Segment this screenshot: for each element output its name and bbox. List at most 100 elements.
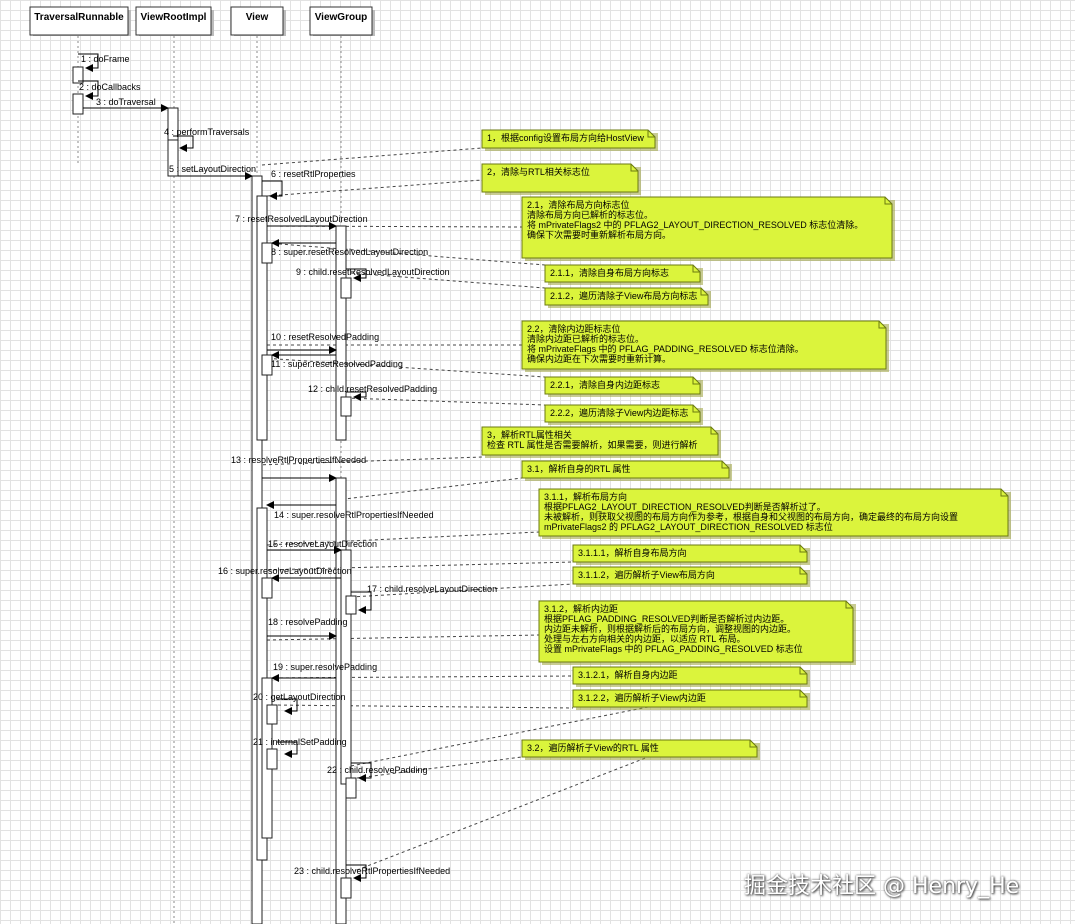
message-label: 10 : resetResolvedPadding: [271, 332, 379, 342]
note-n32: [521, 739, 758, 758]
activation-bar: [261, 242, 273, 264]
note-text-line: 3.1.2.1，解析自身内边距: [578, 669, 678, 680]
self-message-arrow: [277, 741, 298, 758]
note-fold: [710, 427, 718, 435]
note-text-line: 2.2.2，遍历清除子View内边距标志: [550, 407, 688, 418]
message-label: 19 : super.resolvePadding: [273, 662, 377, 672]
message-label: 14 : super.resolveRtlPropertiesIfNeeded: [274, 510, 434, 520]
note-n22: [521, 320, 887, 370]
lifeline-header-vri: [135, 6, 212, 36]
message-label: 8 : super.resetResolvedLayoutDirection: [271, 247, 428, 257]
note-connector: [345, 397, 546, 406]
note-text-line: 3.1.1.1，解析自身布局方向: [578, 547, 687, 558]
note-n311: [538, 488, 1009, 537]
activation-bar: [340, 277, 352, 299]
self-message-arrow: [351, 591, 372, 614]
lifeline-header-view: [230, 6, 284, 36]
note-connector: [356, 756, 523, 779]
note-connector: [261, 357, 546, 378]
activation-bar: [266, 748, 278, 770]
note-text-line: 2，清除与RTL相关标志位: [487, 166, 590, 177]
activation-bar: [261, 577, 273, 599]
message-label: 11 : super.resetResolvedPadding: [271, 359, 403, 369]
note-n21: [521, 196, 893, 259]
watermark: 掘金技术社区 @ Henry_He: [744, 874, 1020, 899]
lifeline-header-vg: [309, 6, 373, 36]
note-fold: [799, 545, 807, 553]
self-message-arrow: [351, 762, 372, 782]
note-connector: [350, 706, 649, 767]
note-text-line: mPrivateFlags2 的 PFLAG2_LAYOUT_DIRECTION…: [544, 521, 833, 532]
note-text-line: 3.1，解析自身的RTL 属性: [527, 463, 631, 474]
message-label: 18 : resolvePadding: [268, 617, 348, 627]
message-label: 17 : child.resolveLayoutDirection: [367, 584, 497, 594]
note-fold: [799, 567, 807, 575]
lifeline-name: View: [246, 12, 269, 23]
note-fold: [878, 321, 886, 329]
message-label: 20 : getLayoutDirection: [253, 692, 346, 702]
lifeline-name: ViewGroup: [315, 12, 368, 23]
note-n211: [544, 264, 701, 283]
message-label: 9 : child.resetResolvedLayoutDirection: [296, 267, 450, 277]
self-message-arrow: [173, 135, 194, 152]
activation-bar: [261, 354, 273, 376]
note-n312: [538, 600, 854, 663]
note-n31: [521, 460, 730, 479]
note-fold: [884, 197, 892, 205]
note-text-line: 处理与左右方向相关的内边距，以适应 RTL 布局。: [544, 633, 746, 644]
lifeline-header-tr: [29, 6, 129, 36]
message-label: 21 : internalSetPadding: [253, 737, 347, 747]
note-fold: [721, 461, 729, 469]
note-connector: [266, 242, 546, 266]
note-n3: [481, 426, 719, 456]
note-text-line: 3.1.2.2，遍历解析子View内边距: [578, 692, 706, 703]
note-text-line: 确保内边距在下次需要时重新计算。: [527, 353, 671, 364]
message-label: 22 : child.resolvePadding: [327, 765, 428, 775]
message-label: 16 : super.resolveLayoutDirection: [218, 566, 352, 576]
note-connector: [261, 147, 483, 166]
note-text-line: 2.1.2，遍历清除子View布局方向标志: [550, 290, 697, 301]
message-label: 6 : resetRtlProperties: [271, 169, 356, 179]
note-text-line: 内边距未解析，则根据解析后的布局方向，调整视图的内边距。: [544, 623, 796, 634]
message-label: 4 : performTraversals: [164, 127, 250, 137]
self-message-arrow: [78, 80, 99, 100]
note-connector: [350, 272, 546, 289]
lifeline-name: ViewRootImpl: [141, 12, 207, 23]
self-message-arrow: [262, 180, 283, 200]
message-label: 7 : resetResolvedLayoutDirection: [235, 214, 368, 224]
note-fold: [700, 288, 708, 296]
activation-bar: [340, 396, 352, 417]
note-text-line: 1，根据config设置布局方向给HostView: [487, 132, 644, 143]
note-n222: [544, 404, 701, 423]
note-connector: [350, 583, 574, 598]
message-label: 1 : doFrame: [81, 54, 130, 64]
message-label: 13 : resolveRtlPropertiesIfNeeded: [231, 455, 366, 465]
note-n3112: [572, 566, 808, 585]
note-text-line: 3.1.1，解析布局方向: [544, 491, 627, 502]
activation-bar: [335, 225, 347, 441]
message-label: 5 : setLayoutDirection: [169, 164, 256, 174]
message-label: 2 : doCallbacks: [79, 82, 141, 92]
note-connector: [261, 675, 574, 679]
note-text-line: 根据PFLAG2_LAYOUT_DIRECTION_RESOLVED判断是否解析…: [544, 501, 826, 512]
activation-bar: [167, 139, 179, 177]
self-message-arrow: [346, 864, 367, 882]
note-text-line: 清除布局方向已解析的标志位。: [527, 209, 653, 220]
note-text-line: 设置 mPrivateFlags 中的 PFLAG_PADDING_RESOLV…: [544, 643, 803, 654]
note-text-line: 2.1.1，清除自身布局方向标志: [550, 267, 669, 278]
activation-bar: [72, 93, 84, 115]
note-text-line: 清除内边距已解析的标志位。: [527, 333, 644, 344]
note-text-line: 根据PFLAG_PADDING_RESOLVED判断是否解析过内边距。: [544, 613, 789, 624]
note-fold: [692, 265, 700, 273]
activation-bar: [72, 66, 84, 84]
note-text-line: 将 mPrivateFlags2 中的 PFLAG2_LAYOUT_DIRECT…: [527, 219, 863, 230]
message-label: 12 : child.resetResolvedPadding: [308, 384, 437, 394]
activation-bar: [345, 777, 357, 799]
note-fold: [845, 601, 853, 609]
note-n212: [544, 287, 709, 306]
note-text-line: 2.2.1，清除自身内边距标志: [550, 379, 660, 390]
note-text-line: 3.2，遍历解析子View的RTL 属性: [527, 742, 659, 753]
note-fold: [647, 130, 655, 138]
lifeline-name: TraversalRunnable: [34, 12, 124, 23]
